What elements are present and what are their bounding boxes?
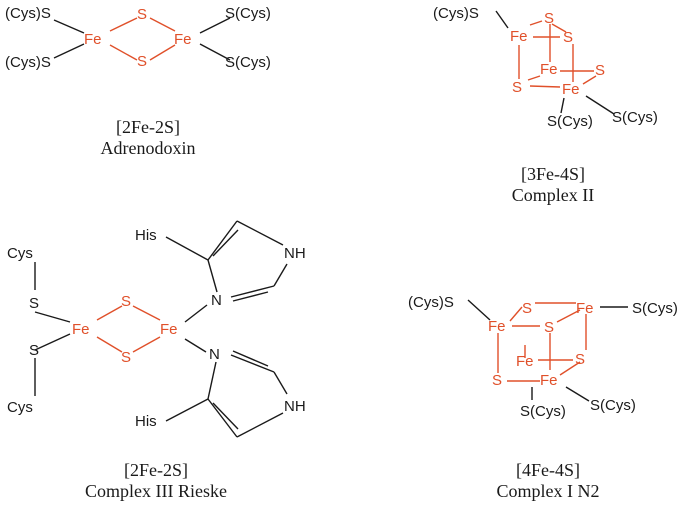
cys-sulfur-label: (Cys)S bbox=[5, 5, 51, 22]
cys-bonds bbox=[467, 299, 628, 402]
cys-his-bonds bbox=[34, 262, 208, 396]
fe2s2-ring-bonds bbox=[109, 17, 176, 61]
cys-sulfur-label: S(Cys) bbox=[612, 109, 658, 126]
sulfur-atom: S bbox=[512, 79, 522, 96]
imidazole-ring-top bbox=[165, 220, 288, 302]
imidazole-ring-bottom bbox=[165, 350, 288, 438]
cys-sulfur-label: S(Cys) bbox=[590, 397, 636, 414]
sulfur-atom: S bbox=[595, 62, 605, 79]
fe3s4-cube-bonds bbox=[518, 20, 597, 88]
iron-atom: Fe bbox=[84, 31, 102, 48]
iron-atom: Fe bbox=[540, 372, 558, 389]
nh-group-label: NH bbox=[284, 398, 306, 415]
protein-name-label: Complex I N2 bbox=[497, 481, 600, 501]
sulfur-atom: S bbox=[522, 300, 532, 317]
sulfur-atom: S bbox=[121, 349, 131, 366]
fe2s2-ring-bonds bbox=[96, 305, 161, 353]
sulfur-atom: S bbox=[29, 342, 39, 359]
iron-atom: Fe bbox=[510, 28, 528, 45]
sulfur-atom: S bbox=[137, 6, 147, 23]
cys-bonds bbox=[495, 10, 615, 115]
panel-complex-i-n2: (Cys)S Fe S Fe S Fe S S Fe S(Cys) S(Cys)… bbox=[408, 294, 678, 501]
iron-atom: Fe bbox=[562, 81, 580, 98]
cys-sulfur-label: S(Cys) bbox=[547, 113, 593, 130]
cluster-type-label: [3Fe-4S] bbox=[521, 164, 585, 184]
cys-sulfur-label: S(Cys) bbox=[520, 403, 566, 420]
iron-atom: Fe bbox=[160, 321, 178, 338]
cysteine-label: Cys bbox=[7, 399, 33, 416]
panel-complex-ii: (Cys)S Fe S S Fe S S Fe S(Cys) S(Cys) [3… bbox=[433, 5, 658, 205]
sulfur-atom: S bbox=[121, 293, 131, 310]
cys-sulfur-label: (Cys)S bbox=[408, 294, 454, 311]
cys-sulfur-label: S(Cys) bbox=[225, 54, 271, 71]
protein-name-label: Adrenodoxin bbox=[101, 138, 196, 158]
iron-atom: Fe bbox=[174, 31, 192, 48]
sulfur-atom: S bbox=[137, 53, 147, 70]
protein-name-label: Complex II bbox=[512, 185, 595, 205]
sulfur-atom: S bbox=[492, 372, 502, 389]
sulfur-atom: S bbox=[563, 29, 573, 46]
iron-atom: Fe bbox=[516, 353, 534, 370]
cys-sulfur-label: S(Cys) bbox=[632, 300, 678, 317]
cluster-type-label: [2Fe-2S] bbox=[116, 117, 180, 137]
iron-atom: Fe bbox=[576, 300, 594, 317]
histidine-label: His bbox=[135, 227, 157, 244]
fe4s4-cube-bonds bbox=[497, 302, 587, 382]
cluster-type-label: [4Fe-4S] bbox=[516, 460, 580, 480]
sulfur-atom: S bbox=[544, 319, 554, 336]
iron-atom: Fe bbox=[72, 321, 90, 338]
panel-adrenodoxin: (Cys)S (Cys)S Fe Fe S S S(Cys) S(Cys) [2… bbox=[5, 5, 271, 158]
cys-bonds bbox=[53, 17, 231, 61]
cys-sulfur-label: S(Cys) bbox=[225, 5, 271, 22]
cysteine-label: Cys bbox=[7, 245, 33, 262]
sulfur-atom: S bbox=[29, 295, 39, 312]
cys-sulfur-label: (Cys)S bbox=[433, 5, 479, 22]
cluster-type-label: [2Fe-2S] bbox=[124, 460, 188, 480]
sulfur-atom: S bbox=[544, 10, 554, 27]
iron-atom: Fe bbox=[540, 61, 558, 78]
nitrogen-atom: N bbox=[209, 346, 220, 363]
protein-name-label: Complex III Rieske bbox=[85, 481, 227, 501]
cys-sulfur-label: (Cys)S bbox=[5, 54, 51, 71]
sulfur-atom: S bbox=[575, 351, 585, 368]
nh-group-label: NH bbox=[284, 245, 306, 262]
histidine-label: His bbox=[135, 413, 157, 430]
nitrogen-atom: N bbox=[211, 292, 222, 309]
iron-atom: Fe bbox=[488, 318, 506, 335]
panel-rieske: Cys S S Cys Fe Fe S S His N NH N NH His … bbox=[7, 220, 306, 501]
